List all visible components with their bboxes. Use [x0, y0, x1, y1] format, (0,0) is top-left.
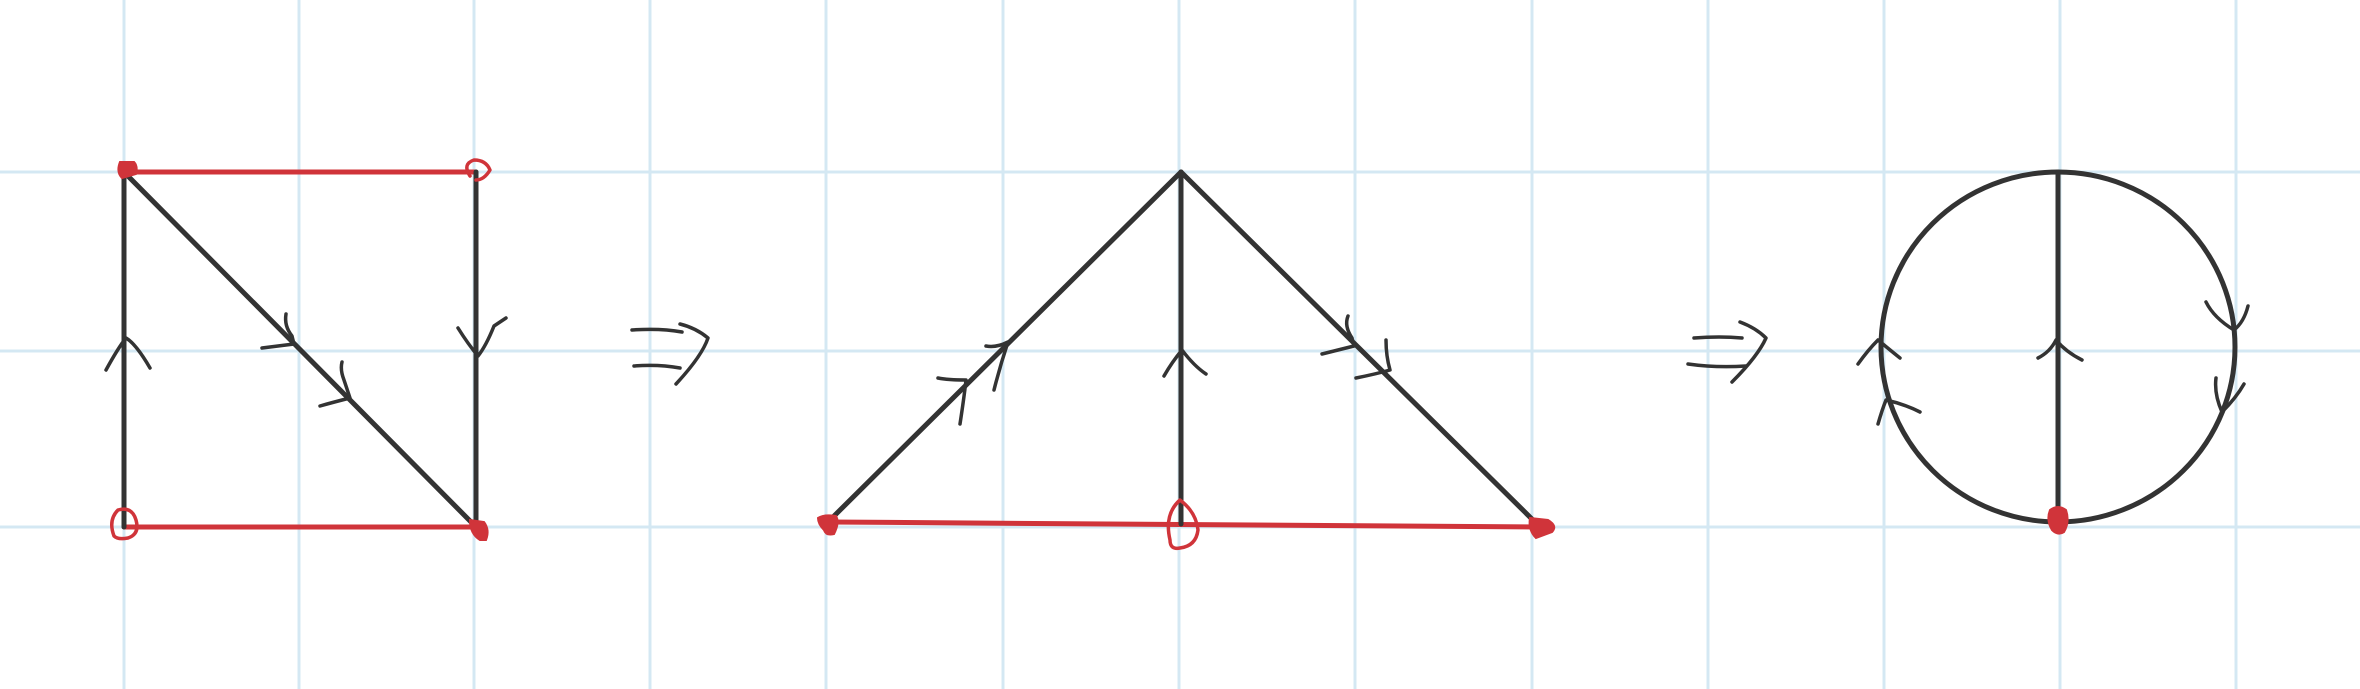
- arrow-left-up: [104, 336, 152, 372]
- arrow-circle-right-upper: [2204, 300, 2250, 332]
- panel-square: [104, 158, 508, 541]
- triangle-left-edge: [825, 169, 1184, 525]
- panel-triangle: [816, 169, 1556, 551]
- arrow-circle-diameter: [2036, 338, 2084, 362]
- vertex-bottom-right-filled: [468, 518, 489, 541]
- arrow-circle-left-lower: [1876, 398, 1922, 426]
- arrow-diagonal-upper: [260, 312, 296, 350]
- implies-arrow-icon: [630, 322, 710, 386]
- arrow-circle-left-upper: [1856, 338, 1902, 366]
- arrow-diagonal-lower: [318, 360, 352, 408]
- arrow-triangle-right-upper: [1320, 314, 1356, 356]
- vertex-triangle-left-filled: [816, 514, 839, 536]
- vertex-top-right-open: [465, 158, 492, 182]
- vertex-circle-bottom-filled: [2047, 506, 2069, 535]
- arrow-circle-right-lower: [2213, 376, 2246, 414]
- arrow-triangle-right-lower: [1354, 338, 1392, 380]
- panel-circle: [1856, 169, 2250, 535]
- vertex-triangle-middle-open: [1166, 498, 1200, 551]
- implies-arrow-icon: [1686, 320, 1768, 384]
- implies-arrow-head: [1730, 320, 1768, 384]
- triangle-right-edge: [1178, 169, 1543, 530]
- vertex-top-left-filled: [117, 161, 138, 180]
- vertex-bottom-left-open: [110, 507, 139, 541]
- arrow-triangle-median: [1162, 348, 1208, 378]
- vertex-triangle-right-filled: [1528, 516, 1556, 540]
- triangle-base-edge: [825, 519, 1543, 530]
- arrow-right-down: [456, 316, 508, 358]
- arrow-triangle-left-upper: [984, 340, 1010, 392]
- arrow-triangle-left-lower: [936, 376, 968, 426]
- square-diagonal-edge: [121, 169, 479, 530]
